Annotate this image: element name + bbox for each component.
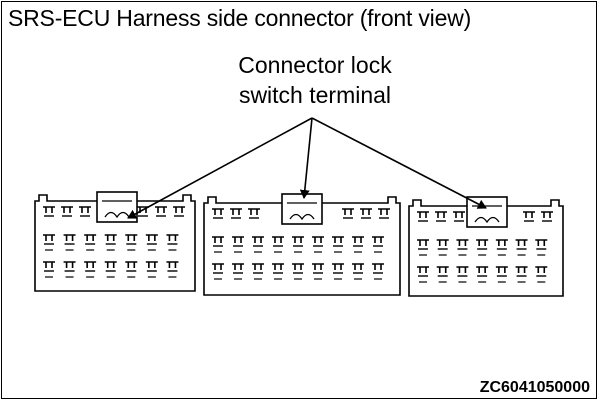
pin-row-2 [332, 263, 344, 270]
callout-label: Connector lock switch terminal [200, 50, 430, 110]
pin-top-left [212, 208, 224, 215]
pin-row-2 [456, 266, 469, 273]
pin-row-2 [312, 263, 324, 270]
pin-top-left [248, 208, 260, 215]
pin-row-2 [145, 261, 158, 268]
pin-row-1 [166, 234, 179, 241]
pin-row-1 [535, 239, 548, 246]
pin-top-right [360, 208, 372, 215]
pin-row-2 [272, 263, 284, 270]
pin-top-right [378, 208, 390, 215]
pin-row-1 [456, 239, 469, 246]
pin-top-left [453, 211, 465, 218]
pin-top-left [230, 208, 242, 215]
pin-top-right [155, 206, 167, 213]
pin-row-1 [272, 236, 284, 243]
pin-row-2 [125, 261, 138, 268]
pin-row-2 [212, 263, 224, 270]
pin-row-1 [417, 239, 429, 246]
pin-row-2 [515, 266, 528, 273]
pin-row-2 [352, 263, 364, 270]
pin-row-1 [63, 234, 76, 241]
pin-row-1 [252, 236, 264, 243]
pin-top-right [342, 208, 354, 215]
callout-line-2: switch terminal [238, 82, 392, 108]
connector-right [408, 196, 564, 297]
pin-row-1 [352, 236, 364, 243]
pin-row-2 [495, 266, 508, 273]
connector-left [34, 191, 196, 292]
lock-switch-terminal [474, 216, 500, 224]
pin-row-1 [212, 236, 224, 243]
pin-row-2 [63, 261, 76, 268]
pin-row-1 [332, 236, 344, 243]
pin-top-right [173, 206, 185, 213]
pin-top-right [523, 211, 535, 218]
pin-row-1 [145, 234, 158, 241]
pin-row-1 [312, 236, 324, 243]
pin-row-2 [372, 263, 384, 270]
pin-row-1 [125, 234, 138, 241]
figure-title: SRS-ECU Harness side connector (front vi… [8, 5, 472, 31]
pin-row-1 [84, 234, 97, 241]
pin-row-2 [476, 266, 489, 273]
pin-row-2 [292, 263, 304, 270]
connector-center [203, 193, 401, 296]
pin-row-1 [515, 239, 528, 246]
pin-row-2 [166, 261, 179, 268]
pin-top-left [61, 206, 73, 213]
pin-row-1 [292, 236, 304, 243]
pin-row-2 [84, 261, 97, 268]
arrow-right [311, 117, 487, 209]
pin-top-right [541, 211, 553, 218]
lock-switch-terminal [104, 211, 130, 219]
pin-row-2 [436, 266, 449, 273]
pin-top-left [43, 206, 55, 213]
pin-row-1 [104, 234, 117, 241]
arrow-center [299, 117, 313, 199]
arrow-left [127, 117, 313, 219]
arrow-group [127, 117, 487, 219]
pin-row-2 [417, 266, 429, 273]
lock-switch-terminal [289, 213, 315, 221]
pin-row-2 [535, 266, 548, 273]
pin-top-left [435, 211, 447, 218]
pin-row-1 [43, 234, 55, 241]
pin-row-1 [476, 239, 489, 246]
pin-top-left [417, 211, 429, 218]
pin-row-1 [495, 239, 508, 246]
callout-line-1: Connector lock [238, 52, 392, 78]
pin-row-1 [372, 236, 384, 243]
connector-group [34, 191, 564, 297]
pin-row-2 [43, 261, 55, 268]
pin-row-1 [232, 236, 244, 243]
pin-top-left [79, 206, 91, 213]
pin-row-2 [252, 263, 264, 270]
pin-row-2 [104, 261, 117, 268]
pin-row-2 [232, 263, 244, 270]
figure-code: ZC6041050000 [479, 379, 590, 396]
pin-row-1 [436, 239, 449, 246]
